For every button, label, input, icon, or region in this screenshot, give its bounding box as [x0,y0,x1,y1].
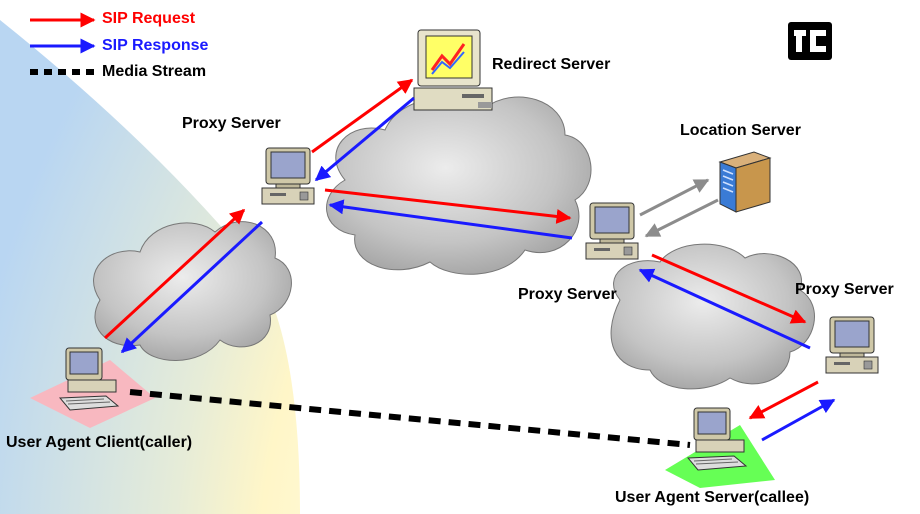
proxy-server-right-icon [825,316,879,374]
response-redirect-to-proxy [314,96,415,182]
legend-response-label: SIP Response [102,37,209,54]
proxy-server-left-label: Proxy Server [182,115,281,132]
redirect-server-icon [413,29,493,111]
location-reply-arrow [644,198,719,238]
location-server-icon [718,151,772,213]
callee-label: User Agent Server(callee) [615,489,810,506]
network-cloud-left [93,221,292,361]
legend-request-label: SIP Request [102,10,196,27]
proxy-server-left-icon [261,147,315,205]
proxy-server-middle-icon [585,202,639,260]
network-cloud-top [326,96,592,275]
response-proxy-to-caller [120,220,264,354]
redirect-server-label: Redirect Server [492,56,611,73]
caller-pad [30,360,155,428]
response-right-proxy-to-proxy [638,268,811,350]
request-proxy-to-right-proxy [651,253,807,324]
proxy-server-middle-label: Proxy Server [518,286,617,303]
location-server-label: Location Server [680,122,801,139]
location-query-arrow [639,178,710,217]
network-cloud-right [610,243,815,390]
proxy-server-right-label: Proxy Server [795,281,894,298]
request-caller-to-proxy [103,208,246,340]
caller-label: User Agent Client(caller) [6,434,193,451]
response-callee-to-proxy [761,398,836,442]
request-proxy-to-redirect [311,78,414,154]
media-stream-line [129,389,691,448]
legend-media-label: Media Stream [102,63,207,80]
response-proxy-to-proxy [328,199,573,240]
request-proxy-to-callee [748,380,819,420]
company-logo-icon [788,22,832,60]
request-proxy-to-proxy [324,188,572,224]
